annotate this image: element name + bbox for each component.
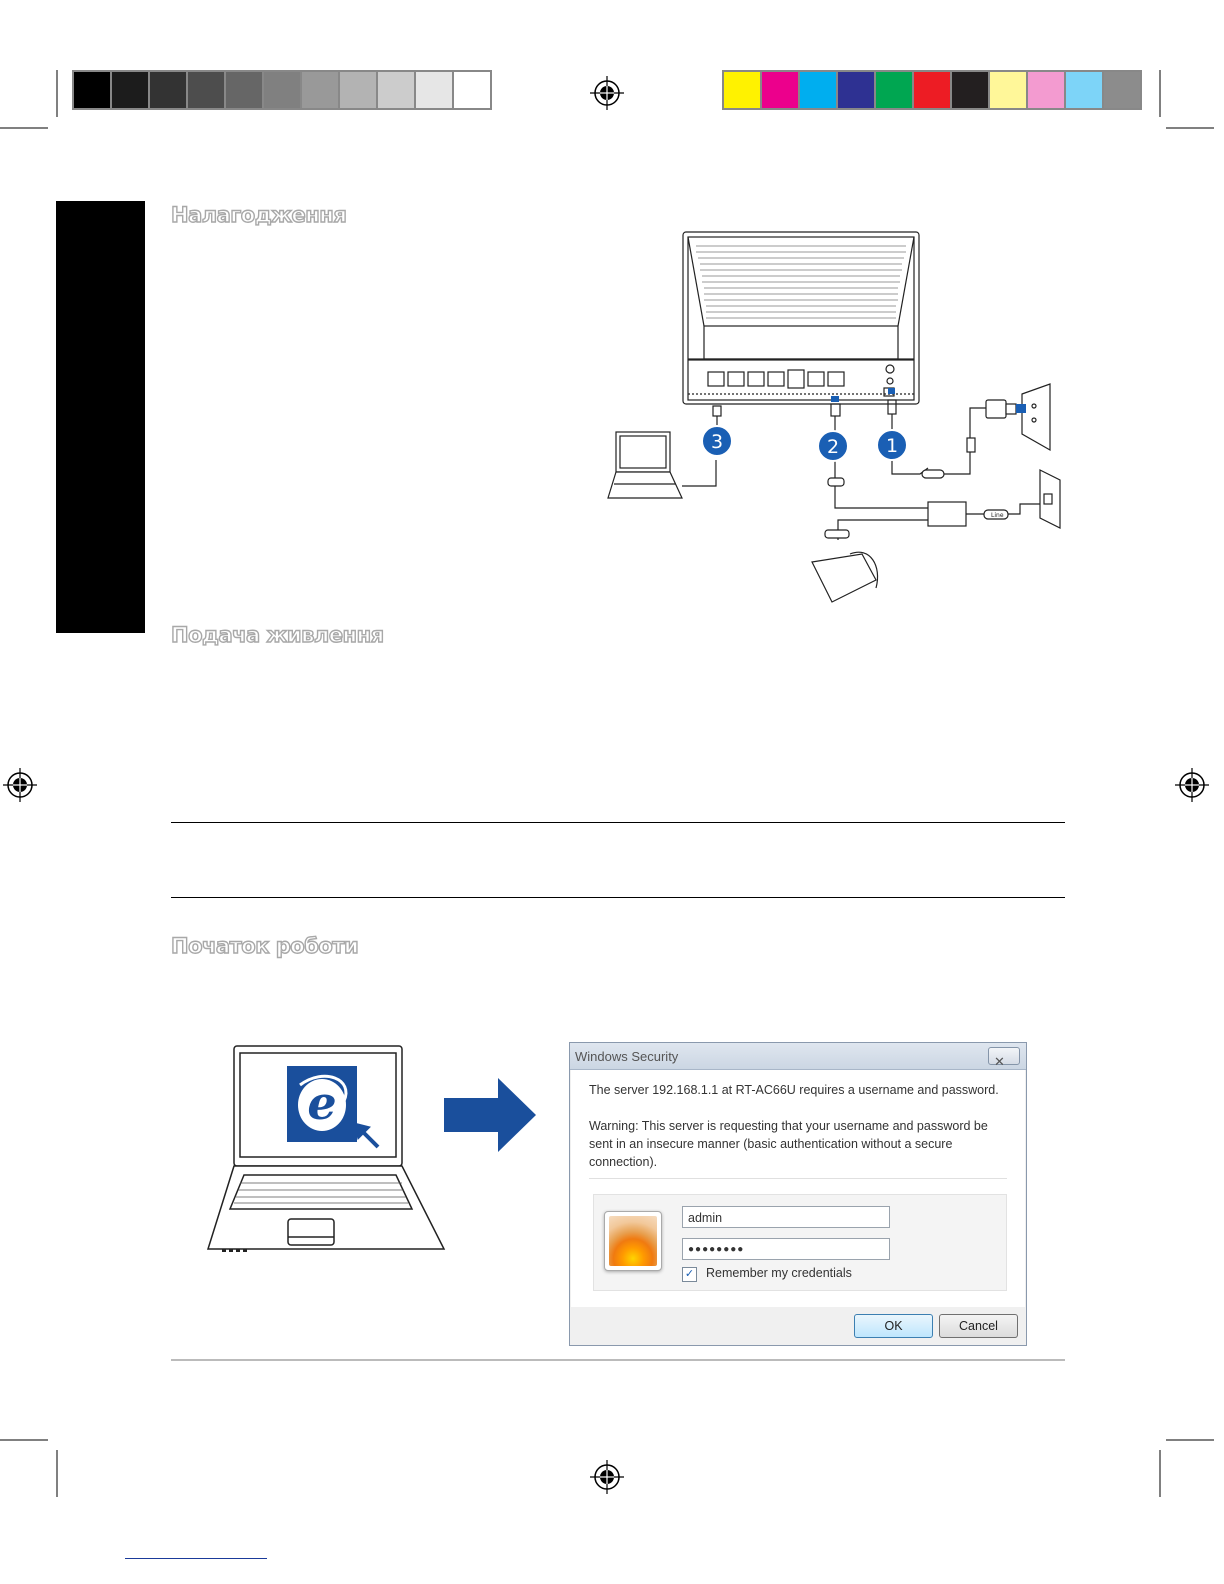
process-color-swatch bbox=[762, 72, 800, 108]
process-color-swatch bbox=[724, 72, 762, 108]
dialog-title-bar: Windows Security ✕ bbox=[570, 1043, 1026, 1070]
note-bottom-rule bbox=[171, 897, 1065, 898]
grayscale-swatch bbox=[150, 72, 188, 108]
right-arrow-icon bbox=[444, 1078, 536, 1152]
ok-button[interactable]: OK bbox=[854, 1314, 933, 1338]
process-color-swatch bbox=[1028, 72, 1066, 108]
power-heading: Подача живлення bbox=[170, 622, 384, 647]
username-field[interactable]: admin bbox=[682, 1206, 890, 1228]
language-side-tab bbox=[56, 201, 145, 633]
flower-avatar-icon bbox=[609, 1216, 657, 1266]
svg-text:1: 1 bbox=[886, 435, 898, 457]
registration-target-bottom bbox=[590, 1460, 624, 1494]
start-heading: Початок роботи bbox=[170, 933, 359, 958]
remember-credentials-checkbox[interactable]: ✓ bbox=[682, 1267, 697, 1282]
process-color-swatch bbox=[800, 72, 838, 108]
callout-2: 2 bbox=[817, 430, 849, 462]
laptop-browser-illustration: e bbox=[206, 1045, 446, 1252]
cursor-arrow-icon bbox=[353, 1122, 380, 1149]
close-icon: ✕ bbox=[994, 1054, 1005, 1069]
footer-rule bbox=[125, 1558, 267, 1559]
process-color-swatch bbox=[1066, 72, 1104, 108]
user-avatar bbox=[604, 1211, 662, 1271]
grayscale-color-bar bbox=[72, 70, 492, 110]
grayscale-swatch bbox=[264, 72, 302, 108]
setup-heading: Налагодження bbox=[170, 202, 347, 227]
password-field[interactable]: ●●●●●●●● bbox=[682, 1238, 890, 1260]
svg-text:e: e bbox=[307, 1076, 336, 1130]
remember-credentials-label: Remember my credentials bbox=[706, 1266, 852, 1280]
dialog-body: The server 192.168.1.1 at RT-AC66U requi… bbox=[571, 1070, 1025, 1307]
laptop-illustration bbox=[615, 431, 671, 473]
process-color-swatch bbox=[838, 72, 876, 108]
connection-diagram: 3 2 1 Line bbox=[607, 231, 1061, 603]
cancel-button[interactable]: Cancel bbox=[939, 1314, 1018, 1338]
dialog-title: Windows Security bbox=[575, 1049, 679, 1064]
svg-text:3: 3 bbox=[711, 431, 723, 453]
section-bottom-rule bbox=[171, 1359, 1065, 1361]
svg-text:2: 2 bbox=[827, 436, 839, 458]
dialog-warning-line-3: connection). bbox=[589, 1155, 658, 1169]
note-top-rule bbox=[171, 822, 1065, 823]
browser-icon: e bbox=[285, 1064, 359, 1144]
grayscale-swatch bbox=[378, 72, 416, 108]
process-color-swatch bbox=[990, 72, 1028, 108]
process-color-swatch bbox=[914, 72, 952, 108]
process-color-swatch bbox=[876, 72, 914, 108]
grayscale-swatch bbox=[302, 72, 340, 108]
process-color-bar bbox=[722, 70, 1142, 110]
splitter-line-label: Line bbox=[991, 512, 1004, 519]
grayscale-swatch bbox=[226, 72, 264, 108]
grayscale-swatch bbox=[340, 72, 378, 108]
registration-target-right bbox=[1175, 768, 1209, 802]
grayscale-swatch bbox=[454, 72, 490, 108]
grayscale-swatch bbox=[188, 72, 226, 108]
windows-security-dialog: Windows Security ✕ The server 192.168.1.… bbox=[569, 1042, 1027, 1346]
credential-tile: admin ●●●●●●●● ✓ Remember my credentials bbox=[593, 1194, 1007, 1291]
grayscale-swatch bbox=[74, 72, 112, 108]
dialog-warning-line-1: Warning: This server is requesting that … bbox=[589, 1119, 988, 1133]
grayscale-swatch bbox=[112, 72, 150, 108]
dialog-warning-line-2: sent in an insecure manner (basic authen… bbox=[589, 1137, 953, 1151]
process-color-swatch bbox=[1104, 72, 1140, 108]
process-color-swatch bbox=[952, 72, 990, 108]
registration-target-left bbox=[3, 768, 37, 802]
callout-1: 1 bbox=[876, 429, 908, 461]
telephone-illustration bbox=[811, 553, 877, 603]
grayscale-swatch bbox=[416, 72, 454, 108]
registration-target-top bbox=[590, 76, 624, 110]
dialog-separator bbox=[589, 1178, 1007, 1179]
callout-3: 3 bbox=[701, 425, 733, 457]
splitter-illustration bbox=[927, 501, 967, 527]
close-button[interactable]: ✕ bbox=[988, 1047, 1020, 1069]
dialog-message: The server 192.168.1.1 at RT-AC66U requi… bbox=[589, 1083, 999, 1097]
